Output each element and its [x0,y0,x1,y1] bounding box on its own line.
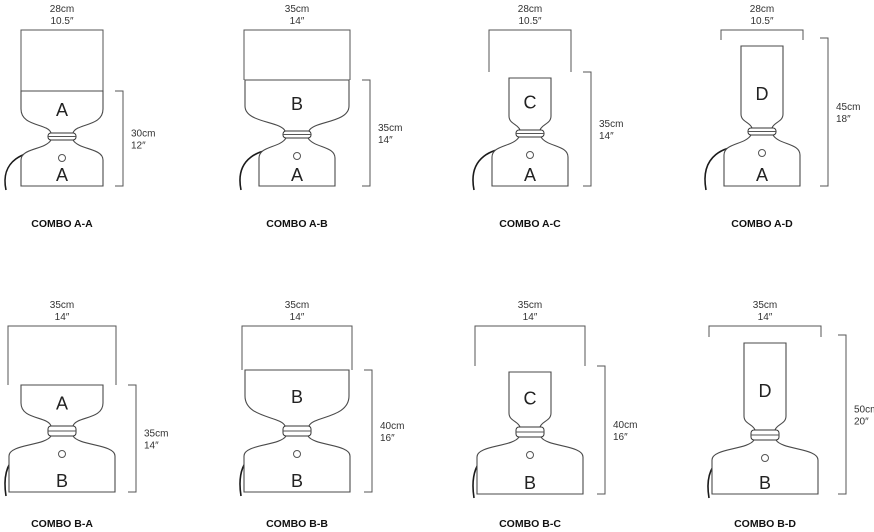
base-shade [723,134,801,187]
switch-icon [526,151,534,159]
width-in-label: 14″ [290,312,305,323]
top-shade-letter: B [291,387,303,407]
height-bracket [364,369,373,493]
width-cm-label: 35cm [518,300,542,311]
width-bracket [20,29,104,91]
height-in-label: 16″ [380,433,395,444]
height-bracket [362,79,371,187]
width-cm-label: 35cm [285,300,309,311]
width-cm-label: 28cm [50,4,74,15]
top-shade-letter: A [56,394,68,414]
base-shade-letter: B [56,471,68,491]
height-bracket [583,71,592,187]
height-in-label: 12″ [131,141,146,152]
height-bracket [820,37,829,187]
width-cm-label: 35cm [285,4,309,15]
width-cm-label: 28cm [750,4,774,15]
combo-title: COMBO B-A [31,518,93,530]
base-shade [243,435,351,493]
combo-title: COMBO B-C [499,518,561,530]
width-cm-label: 35cm [50,300,74,311]
base-shade-letter: A [291,165,303,185]
width-bracket [474,325,586,366]
base-shade [8,435,116,493]
base-shade-letter: A [756,165,768,185]
top-shade-letter: A [56,100,68,120]
switch-icon [58,154,66,162]
top-shade-letter: B [291,94,303,114]
combo-title: COMBO A-A [31,218,93,230]
switch-icon [293,450,301,458]
base-shade [711,439,819,495]
base-shade [20,139,104,187]
height-bracket [838,334,847,495]
height-in-label: 18″ [836,114,851,125]
width-cm-label: 35cm [753,300,777,311]
base-shade-letter: A [524,165,536,185]
height-cm-label: 40cm [613,420,637,431]
height-bracket [597,365,606,495]
combo-title: COMBO B-B [266,518,328,530]
height-in-label: 20″ [854,417,869,428]
width-bracket [241,325,353,370]
combo-title: COMBO A-D [731,218,793,230]
height-cm-label: 45cm [836,102,860,113]
base-shade-letter: B [759,473,771,493]
width-bracket [488,29,572,72]
height-cm-label: 40cm [380,421,404,432]
height-in-label: 14″ [378,135,393,146]
switch-icon [293,152,301,160]
base-shade [476,436,584,495]
switch-icon [761,454,769,462]
base-shade [491,136,569,187]
top-shade-letter: D [759,381,772,401]
width-in-label: 14″ [523,312,538,323]
width-cm-label: 28cm [518,4,542,15]
height-cm-label: 35cm [378,123,402,134]
base-shade-letter: A [56,165,68,185]
switch-icon [526,451,534,459]
combo-title: COMBO A-C [499,218,561,230]
height-cm-label: 30cm [131,129,155,140]
width-bracket [708,325,822,337]
width-in-label: 14″ [758,312,773,323]
height-bracket [115,90,124,187]
height-cm-label: 50cm [854,405,874,416]
top-shade-letter: D [756,84,769,104]
base-shade-letter: B [291,471,303,491]
combo-title: COMBO B-D [734,518,796,530]
top-shade-letter: C [524,93,537,113]
top-shade-letter: C [524,388,537,408]
width-bracket [243,29,351,80]
combo-title: COMBO A-B [266,218,328,230]
width-in-label: 10.5″ [750,16,773,27]
height-in-label: 16″ [613,432,628,443]
base-shade-letter: B [524,473,536,493]
switch-icon [58,450,66,458]
height-in-label: 14″ [599,131,614,142]
width-bracket [720,29,804,40]
switch-icon [758,149,766,157]
base-shade [258,137,336,187]
width-in-label: 14″ [55,312,70,323]
height-cm-label: 35cm [144,429,168,440]
height-in-label: 14″ [144,441,159,452]
width-in-label: 14″ [290,16,305,27]
width-in-label: 10.5″ [518,16,541,27]
width-in-label: 10.5″ [50,16,73,27]
height-cm-label: 35cm [599,119,623,130]
height-bracket [128,384,137,493]
width-bracket [7,325,117,385]
